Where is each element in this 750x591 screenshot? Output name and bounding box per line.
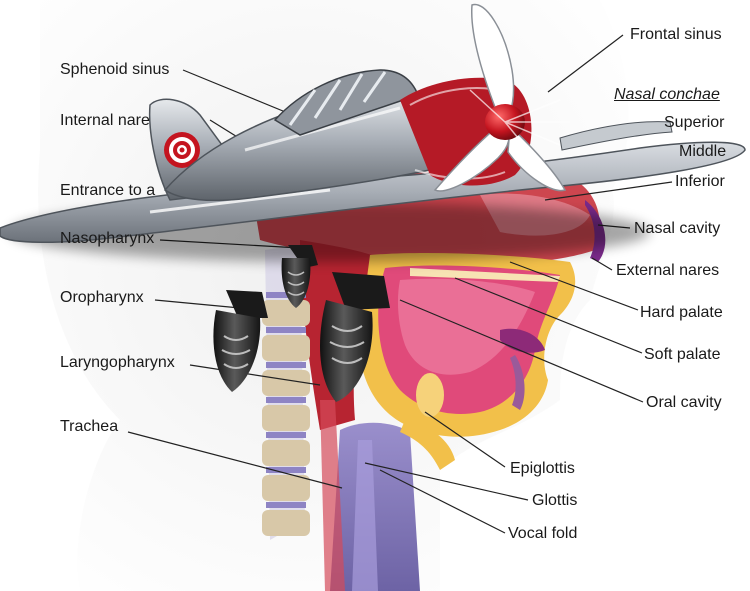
label-entrance-to: Entrance to a xyxy=(60,182,156,199)
bomb-large xyxy=(320,272,390,402)
label-vocal-fold: Vocal fold xyxy=(508,525,578,542)
label-laryngopharynx: Laryngopharynx xyxy=(60,354,175,371)
label-glottis: Glottis xyxy=(532,492,578,509)
label-nasal-cavity: Nasal cavity xyxy=(634,220,721,237)
bomb-small xyxy=(281,245,318,308)
label-hard-palate: Hard palate xyxy=(640,304,723,321)
falling-bombs xyxy=(213,245,390,402)
airplane-overlay xyxy=(0,3,746,262)
oral-region xyxy=(359,252,576,437)
label-frontal-sinus: Frontal sinus xyxy=(630,26,722,43)
label-soft-palate: Soft palate xyxy=(644,346,721,363)
label-trachea: Trachea xyxy=(60,418,119,435)
label-oropharynx: Oropharynx xyxy=(60,289,144,306)
label-superior: Superior xyxy=(664,114,725,131)
label-middle: Middle xyxy=(679,143,727,160)
label-epiglottis: Epiglottis xyxy=(510,460,575,477)
label-sphenoid-sinus: Sphenoid sinus xyxy=(60,61,170,78)
label-external-nares: External nares xyxy=(616,262,720,279)
label-oral-cavity: Oral cavity xyxy=(646,394,722,411)
larynx-trachea xyxy=(320,400,455,591)
label-inferior: Inferior xyxy=(675,173,725,190)
bomb-left xyxy=(213,290,268,392)
label-nasopharynx: Nasopharynx xyxy=(60,230,155,247)
label-nasal-conchae: Nasal conchae xyxy=(614,86,720,103)
label-internal-nares: Internal nare xyxy=(60,112,150,129)
